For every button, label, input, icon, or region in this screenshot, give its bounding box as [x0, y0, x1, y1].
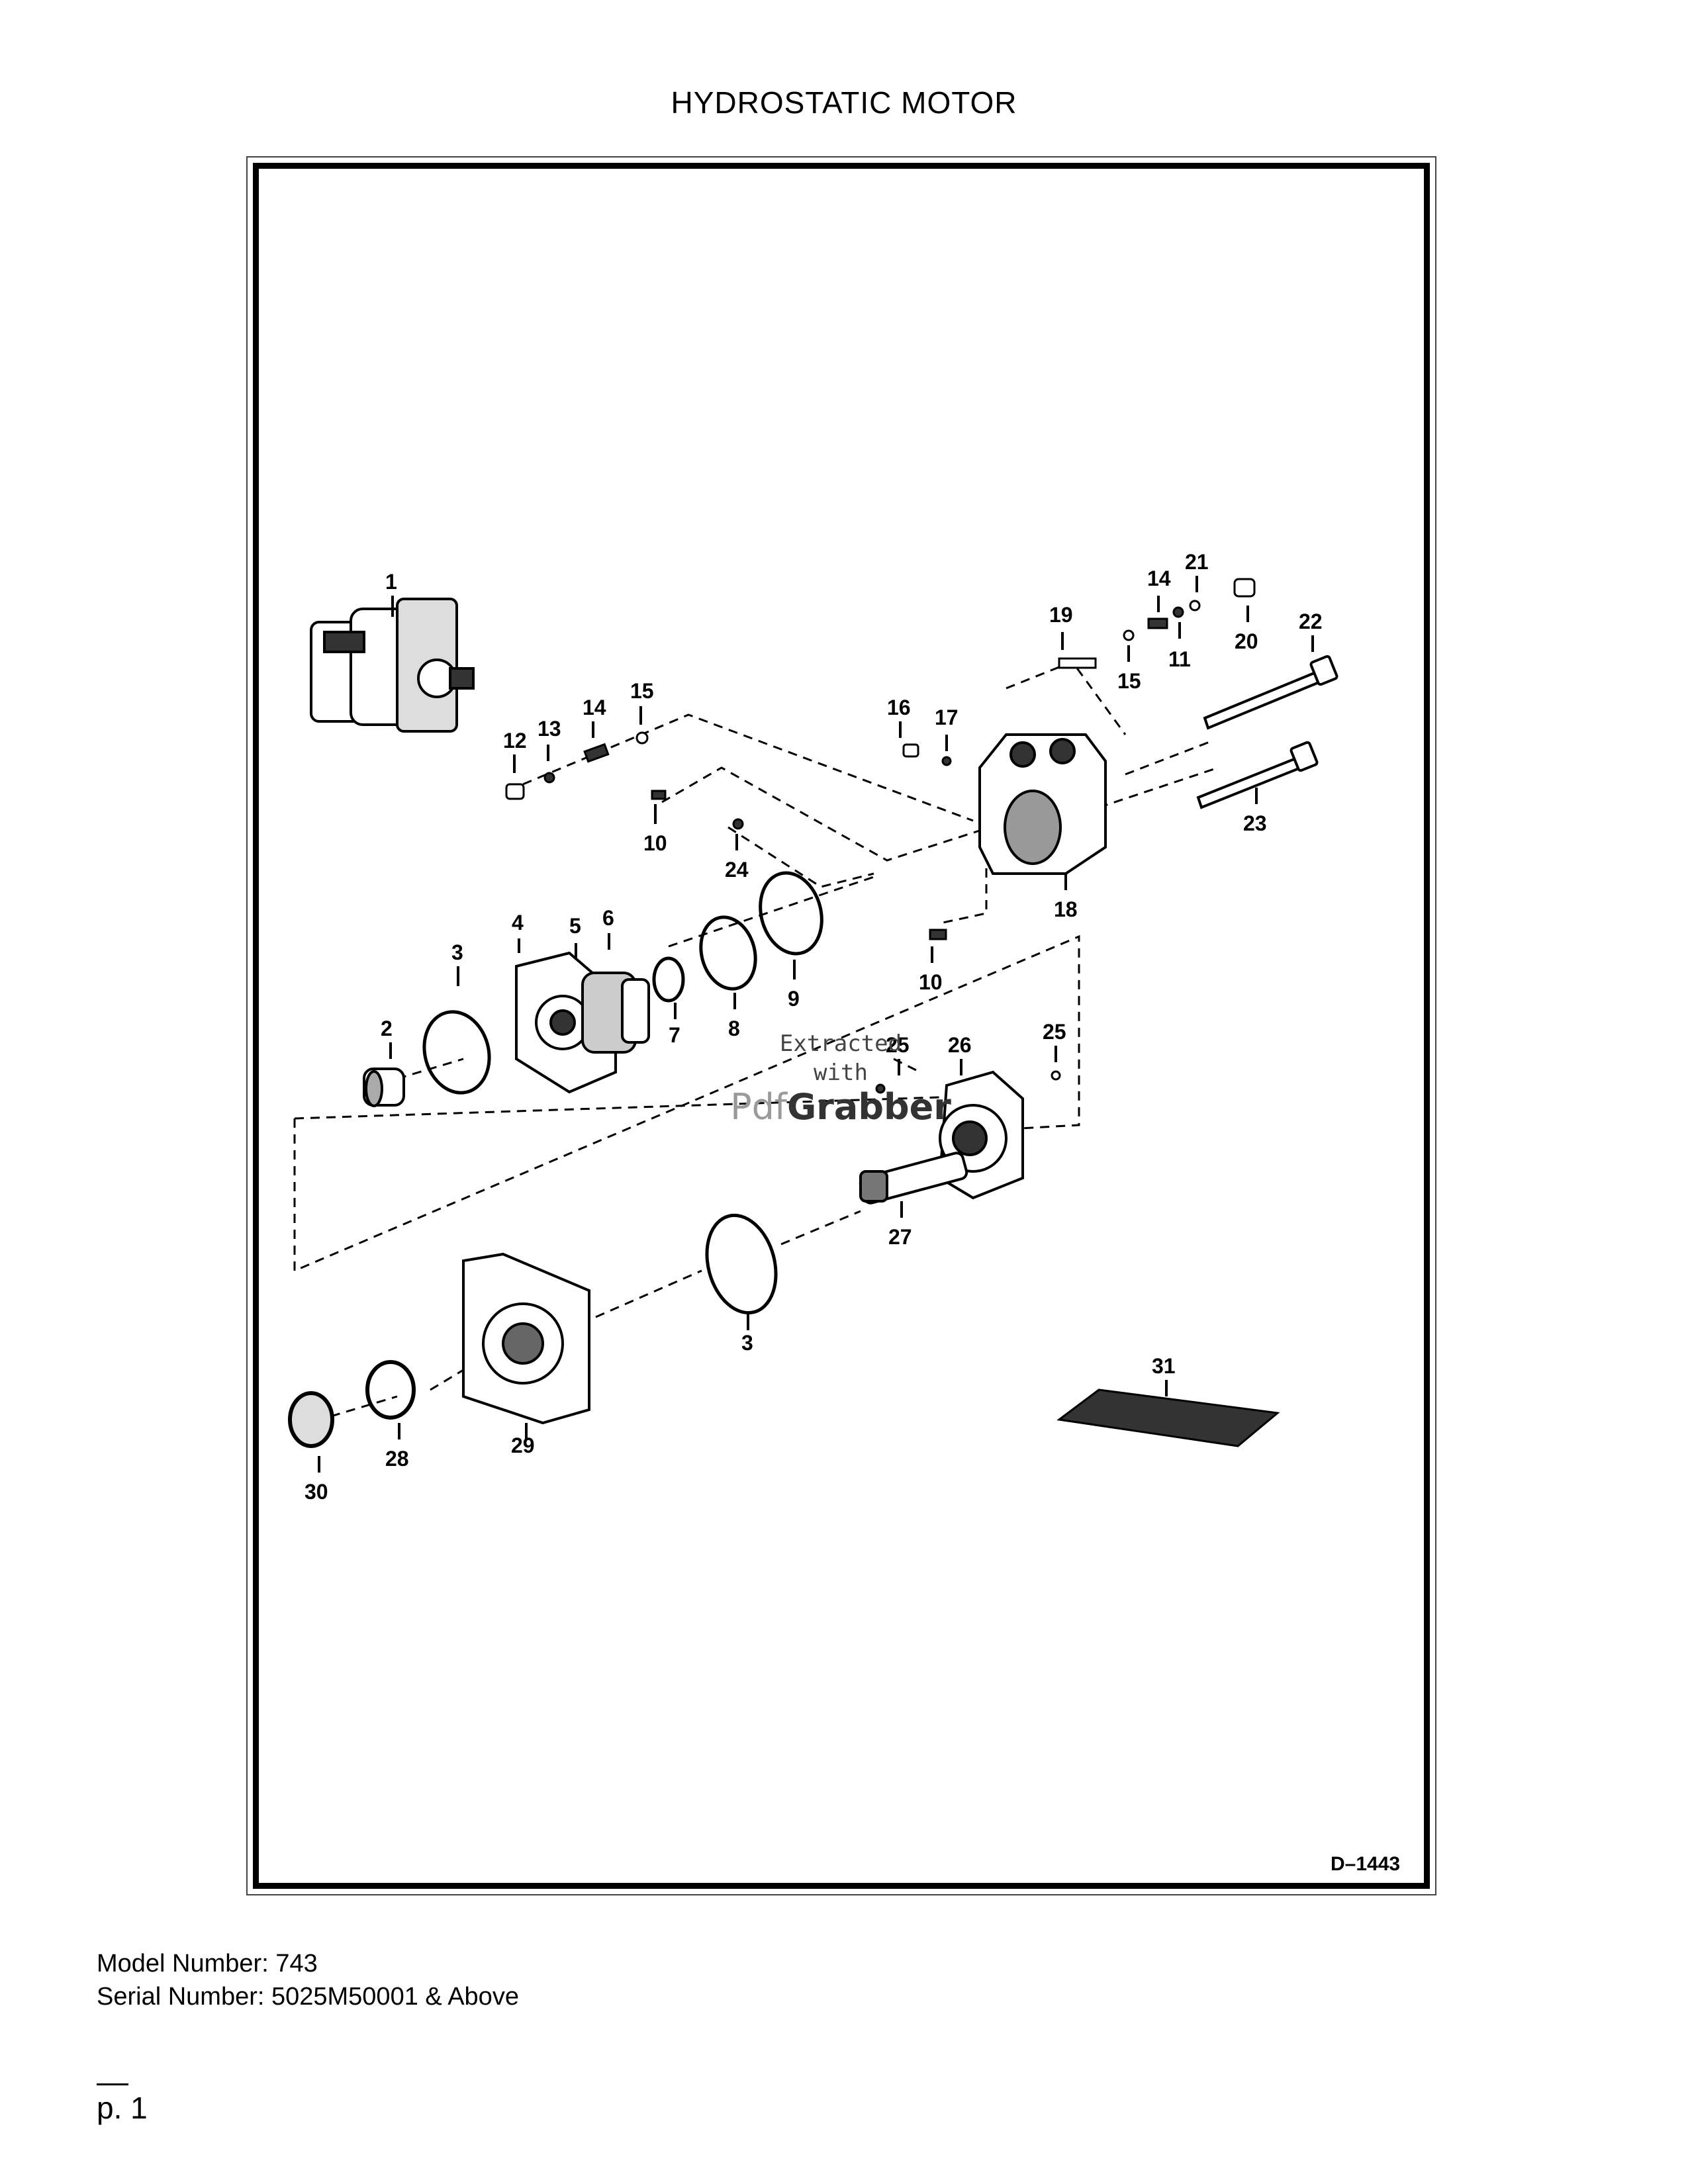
callout-16: 16 — [887, 696, 911, 719]
part-30-seal — [288, 1391, 334, 1448]
callout-24: 24 — [725, 858, 749, 882]
part-29-end-cover — [462, 1252, 590, 1425]
leader-lines — [318, 576, 1314, 1473]
callout-12: 12 — [503, 729, 527, 752]
page-divider — [97, 2083, 128, 2085]
watermark-brand-a: Pdf — [730, 1086, 787, 1128]
callout-5: 5 — [569, 914, 581, 938]
page-number: p. 1 — [97, 2091, 148, 2125]
part-31-decal — [1056, 1388, 1280, 1447]
callout-2: 2 — [381, 1017, 393, 1040]
callout-17: 17 — [935, 705, 959, 729]
part-3-o-ring-lower — [705, 1213, 778, 1315]
page-title: HYDROSTATIC MOTOR — [671, 85, 1017, 120]
callout-20: 20 — [1235, 629, 1258, 653]
callout-1: 1 — [385, 570, 397, 594]
diagram-frame-outer — [246, 156, 1436, 1895]
watermark-brand-b: Grabber — [786, 1086, 951, 1128]
callout-7: 7 — [669, 1023, 680, 1047]
callout-27: 27 — [888, 1225, 912, 1249]
callout-26: 26 — [948, 1033, 972, 1057]
callout-11: 11 — [1168, 647, 1191, 671]
callout-18: 18 — [1054, 897, 1078, 921]
part-8-ring — [699, 915, 757, 991]
callout-31: 31 — [1152, 1354, 1176, 1378]
callout-21: 21 — [1185, 550, 1209, 574]
part-22-23-bolts — [1196, 655, 1338, 809]
callout-29: 29 — [511, 1433, 535, 1457]
watermark-line2: with — [814, 1060, 868, 1086]
callout-30: 30 — [305, 1480, 328, 1504]
watermark: Extracted with PdfGrabber — [728, 1029, 953, 1127]
diagram-frame — [253, 163, 1430, 1889]
part-2-drive-link — [363, 1068, 405, 1107]
watermark-line1: Extracted — [779, 1030, 902, 1057]
part-28-washer — [365, 1360, 416, 1420]
callout-25-right: 25 — [1043, 1020, 1066, 1044]
callout-25-left: 25 — [886, 1033, 910, 1057]
watermark-brand: PdfGrabber — [728, 1087, 953, 1127]
part-1-motor-assembly — [310, 598, 475, 733]
callout-28: 28 — [385, 1447, 409, 1471]
callout-10-lower: 10 — [919, 970, 943, 994]
callout-22: 22 — [1299, 610, 1323, 633]
callout-15-left: 15 — [630, 679, 654, 703]
serial-number: Serial Number: 5025M50001 & Above — [97, 1983, 519, 2011]
callout-15-right: 15 — [1117, 669, 1141, 693]
drawing-number: D–1443 — [1331, 1853, 1401, 1875]
part-5-6-spool — [581, 972, 650, 1054]
callout-10-upper: 10 — [643, 831, 667, 855]
footer: Model Number: 743 Serial Number: 5025M50… — [97, 1947, 519, 2013]
part-9-o-ring — [759, 871, 823, 956]
callout-14-right: 14 — [1147, 567, 1171, 590]
callout-3-upper: 3 — [451, 940, 463, 964]
part-3-o-ring-upper — [422, 1010, 491, 1095]
callout-3-lower: 3 — [741, 1331, 753, 1355]
callout-4: 4 — [512, 911, 524, 934]
model-number: Model Number: 743 — [97, 1950, 318, 1978]
callout-14-left: 14 — [583, 696, 606, 719]
callout-23: 23 — [1243, 811, 1267, 835]
part-18-valve-housing — [978, 733, 1107, 875]
part-7-seal — [652, 956, 685, 1003]
callout-8: 8 — [728, 1017, 740, 1040]
small-fasteners — [505, 578, 1256, 1094]
callout-labels: 1 2 3 3 4 5 6 7 8 9 10 10 11 12 13 14 14… — [305, 550, 1323, 1504]
callout-9: 9 — [788, 987, 800, 1011]
part-27-drive-shaft — [859, 1152, 968, 1205]
callout-13: 13 — [538, 717, 561, 741]
callout-6: 6 — [602, 906, 614, 930]
callout-19: 19 — [1049, 603, 1073, 627]
